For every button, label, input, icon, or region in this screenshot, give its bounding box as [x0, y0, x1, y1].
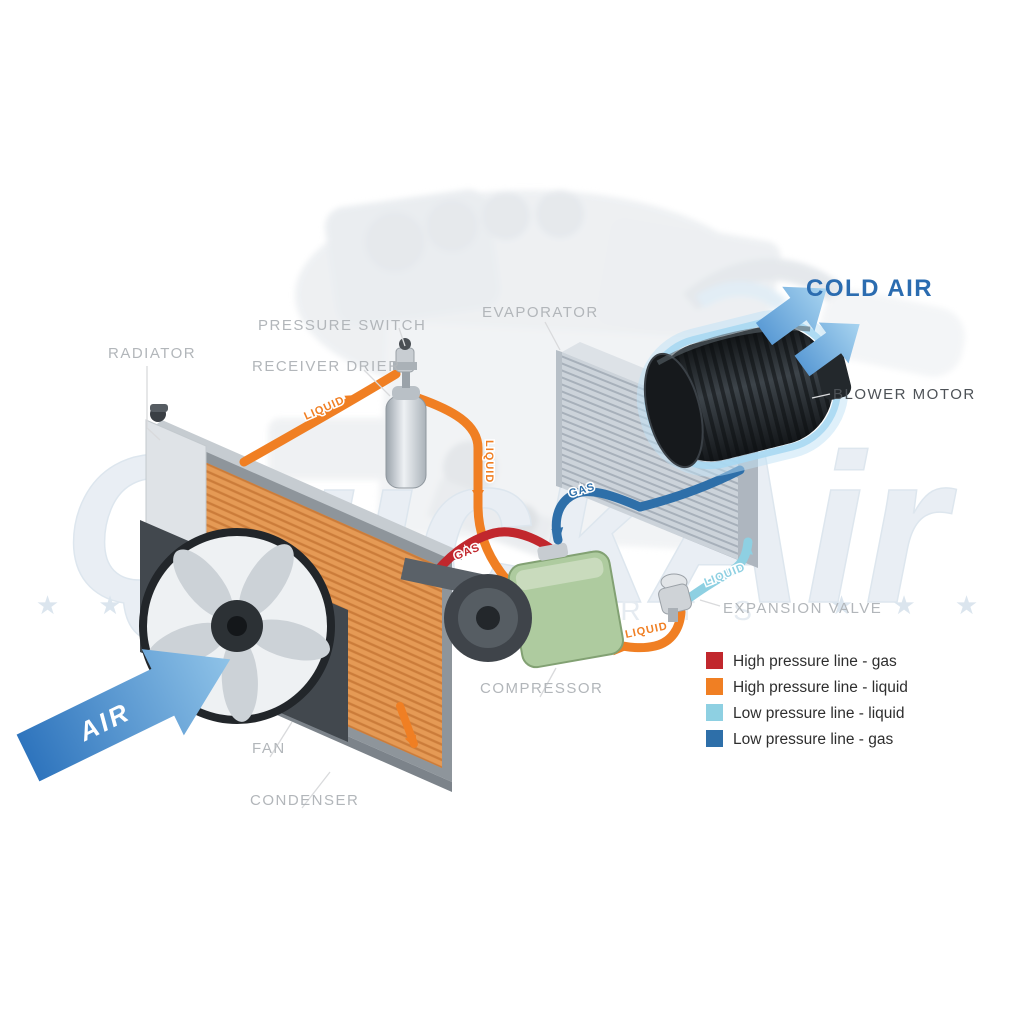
legend-swatch-hp-liquid: [706, 678, 723, 695]
compressor: [400, 542, 624, 669]
legend-label-lp-gas: Low pressure line - gas: [733, 731, 893, 748]
legend-item-hp-gas: High pressure line - gas: [706, 652, 897, 670]
label-compressor: COMPRESSOR: [480, 680, 603, 697]
receiver-drier: [385, 338, 427, 489]
legend-label-lp-liquid: Low pressure line - liquid: [733, 705, 904, 722]
legend-swatch-lp-liquid: [706, 704, 723, 721]
pipe-label-liquid-2: LIQUID: [483, 440, 495, 483]
expansion-valve: [658, 573, 692, 622]
label-evaporator: EVAPORATOR: [482, 304, 599, 321]
label-radiator: RADIATOR: [108, 345, 196, 362]
pressure-switch-part: [393, 338, 417, 373]
label-cold-air: COLD AIR: [806, 275, 933, 302]
leader-lines: [146, 321, 831, 809]
watermark-stars-right: ★ ★ ★: [830, 590, 994, 620]
label-pressure-switch: PRESSURE SWITCH: [258, 317, 426, 334]
label-expansion-valve: EXPANSION VALVE: [723, 600, 882, 617]
label-condenser: CONDENSER: [250, 792, 359, 809]
label-blower-motor: BLOWER MOTOR: [833, 386, 976, 403]
legend-item-hp-liquid: High pressure line - liquid: [706, 678, 908, 696]
legend-item-lp-gas: Low pressure line - gas: [706, 730, 893, 748]
low-pressure-gas-pipe: [551, 465, 745, 545]
blower-motor: [636, 309, 852, 477]
legend-swatch-hp-gas: [706, 652, 723, 669]
cold-air-arrows: [755, 286, 860, 377]
component-labels: RADIATOR PRESSURE SWITCH RECEIVER DRIER …: [108, 275, 976, 809]
legend-label-hp-gas: High pressure line - gas: [733, 653, 897, 670]
legend: High pressure line - gas High pressure l…: [706, 652, 908, 748]
low-pressure-liquid-pipe: [679, 537, 753, 607]
label-fan: FAN: [252, 740, 286, 757]
legend-label-hp-liquid: High pressure line - liquid: [733, 679, 908, 696]
air-flow-arrow: AIR: [16, 649, 231, 782]
label-receiver-drier: RECEIVER DRIER: [252, 358, 401, 375]
legend-item-lp-liquid: Low pressure line - liquid: [706, 704, 904, 722]
legend-swatch-lp-gas: [706, 730, 723, 747]
